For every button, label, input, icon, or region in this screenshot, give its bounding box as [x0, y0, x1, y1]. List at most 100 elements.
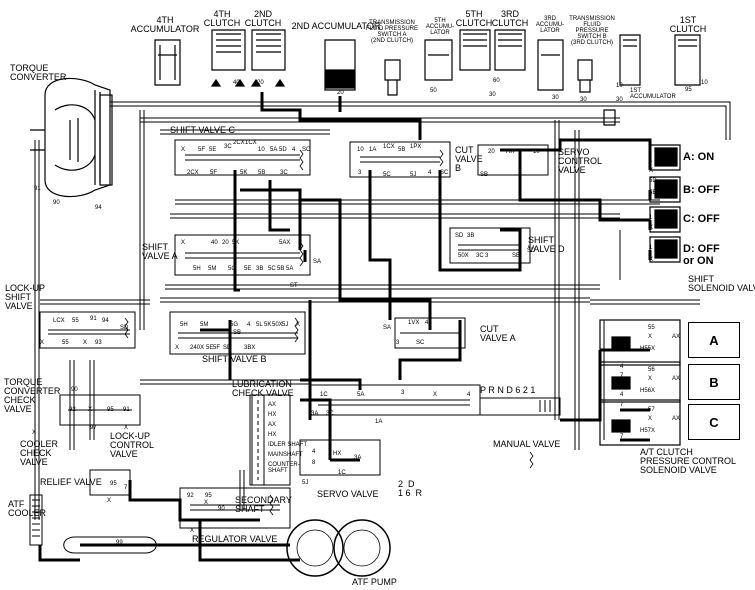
- solenoid-code-label: H56X: [640, 388, 656, 394]
- pc-solenoid-bodies: [599, 319, 681, 446]
- port-label: 91: [123, 407, 130, 413]
- tc-check-valve-label: TORQUE CONVERTER CHECK VALVE: [4, 377, 61, 414]
- port-label: 3: [396, 340, 400, 346]
- port-label: 3: [401, 390, 405, 396]
- port-label: 5J: [302, 480, 309, 486]
- port-label: SA: [313, 259, 322, 265]
- port-label: SC: [440, 170, 449, 176]
- lubrication-check-valve-label: LUBRICATION CHECK VALVE: [232, 379, 294, 398]
- port-label: X: [190, 528, 195, 534]
- clutch4-label: 4TH CLUTCH: [203, 9, 241, 28]
- solenoid-code-label: H57X: [640, 428, 656, 434]
- port-label: 5A: [270, 147, 278, 153]
- solenoid-x-port-label: X: [648, 416, 653, 422]
- port-label: 4: [292, 147, 296, 153]
- port-label: 3C: [476, 253, 484, 259]
- port-label: 5F: [210, 170, 218, 176]
- port-label: 1PX: [410, 144, 422, 150]
- port-label: 5E: [209, 147, 217, 153]
- shift-solenoid-label: A: ON: [683, 151, 715, 163]
- port-label: 91: [90, 316, 97, 322]
- torque-converter-graphic: [30, 77, 113, 198]
- lubrication-tap-label: AX: [268, 422, 277, 428]
- lubrication-tap-label: HX: [268, 432, 277, 438]
- port-label: X: [32, 430, 37, 436]
- port-label: 94: [102, 318, 109, 324]
- port-label: 95: [685, 87, 692, 93]
- lubrication-tap-label: AX: [268, 402, 277, 408]
- tfp-switch-a-label: TRANSMISSION FLUID PRESSURE SWITCH A (2N…: [365, 20, 419, 44]
- port-label: 5F: [198, 147, 206, 153]
- port-label: SD: [527, 248, 536, 254]
- port-label: SE: [512, 253, 521, 259]
- port-label: 50: [430, 88, 437, 94]
- port-label: 5AX: [279, 240, 291, 246]
- servo-control-valve-label: SERVO CONTROL VALVE: [558, 147, 603, 175]
- solenoid-port-label: 57: [648, 407, 655, 413]
- port-label: HX: [506, 149, 515, 155]
- port-label: X: [649, 225, 654, 231]
- port-label: 1CX: [245, 140, 257, 146]
- secondary-shaft-label: SECONDARY SHAFT: [235, 495, 292, 514]
- port-label: 5K: [264, 322, 272, 328]
- cooler-check-valve-label: COOLER CHECK VALVE: [20, 439, 59, 467]
- port-label: X: [107, 498, 112, 504]
- port-label: 50X: [458, 253, 469, 259]
- port-label: SD: [120, 325, 129, 331]
- port-label: 93: [95, 340, 102, 346]
- port-label: 95: [110, 481, 117, 487]
- port-label: 95: [107, 407, 114, 413]
- shift-valve-c-label: SHIFT VALVE C: [170, 125, 236, 135]
- port-label: 4: [620, 424, 624, 430]
- port-label: X: [83, 340, 88, 346]
- lubrication-taps: [251, 394, 265, 486]
- lockup-control-valve-label: LOCK-UP CONTROL VALVE: [110, 431, 155, 459]
- port-label: X: [433, 392, 438, 398]
- port-label: 7: [620, 373, 624, 379]
- clutch5-label: 5TH CLUTCH: [455, 9, 493, 28]
- solenoid-x-port-label: X: [648, 334, 653, 340]
- port-label: 4: [620, 392, 624, 398]
- port-label: 8: [312, 460, 316, 466]
- port-label: 5J: [282, 322, 289, 328]
- shift-valve-b-label: SHIFT VALVE B: [202, 354, 267, 364]
- regulator-valve-label: REGULATOR VALVE: [192, 534, 278, 544]
- port-label: 30: [580, 97, 587, 103]
- acc5-label: 5TH ACCUMU- LATOR: [425, 18, 455, 36]
- port-label: X: [181, 147, 186, 153]
- port-label: SA: [383, 325, 392, 331]
- port-label: 40: [233, 80, 240, 86]
- port-label: X: [175, 345, 180, 351]
- port-label: X: [296, 322, 301, 328]
- atf-pump-label: ATF PUMP: [352, 577, 397, 587]
- port-label: 2CX: [187, 170, 199, 176]
- solenoid-ax-label: AX: [672, 334, 681, 340]
- port-label: 3C: [280, 170, 288, 176]
- port-label: 7: [620, 402, 624, 408]
- port-label: 92: [187, 493, 194, 499]
- port-label: 3: [358, 170, 362, 176]
- port-label: 40: [211, 240, 218, 246]
- relief-valve-label: RELIEF VALVE: [40, 477, 102, 487]
- clutch-pressure-solenoid-a: A: [688, 322, 740, 358]
- solenoid-port-label: 55: [648, 325, 655, 331]
- manual-valve-detent: [480, 397, 561, 416]
- shift-valve-d-label: SHIFT VALVE D: [528, 235, 565, 254]
- lockup-shift-valve-label: LOCK-UP SHIFT VALVE: [5, 283, 46, 311]
- port-label: 5J: [410, 172, 417, 178]
- valve-spools: [48, 154, 520, 511]
- port-label: 4: [247, 322, 251, 328]
- port-label: 10: [258, 147, 265, 153]
- port-label: 90: [71, 387, 78, 393]
- acc4-label: 4TH ACCUMULATOR: [130, 15, 200, 34]
- solenoid-ax-label: AX: [672, 416, 681, 422]
- clutch2-label: 2ND CLUTCH: [244, 9, 282, 28]
- lubrication-tap-label: HX: [268, 412, 277, 418]
- port-label: LCX: [53, 318, 65, 324]
- lubrication-tap-label: COUNTER- SHAFT: [268, 462, 300, 474]
- port-label: 90: [53, 200, 60, 206]
- port-label: HX: [333, 451, 342, 457]
- clutch-pressure-solenoid-c: C: [688, 404, 740, 440]
- port-label: SC: [416, 340, 425, 346]
- shift-solenoid-label: C: OFF: [683, 213, 720, 225]
